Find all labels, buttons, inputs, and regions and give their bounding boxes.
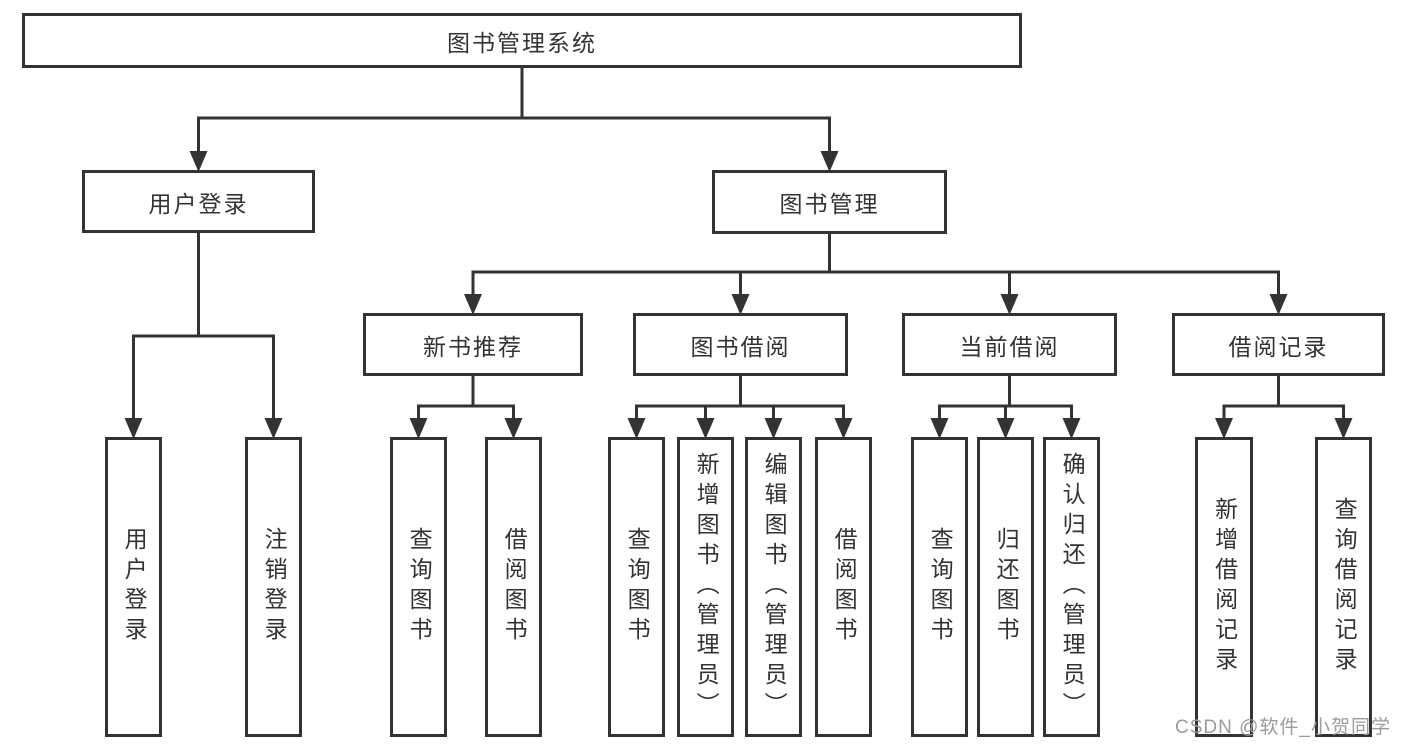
arrowhead-borrow-do	[834, 418, 853, 439]
arrowhead-current-return	[996, 418, 1015, 439]
node-root: 图书管理系统	[22, 13, 1022, 68]
arrowhead-borrow	[731, 294, 750, 315]
node-records-query: 查询借阅记录	[1315, 437, 1372, 737]
node-borrow-query: 查询图书	[608, 437, 665, 737]
node-label: 图书管理系统	[447, 29, 597, 56]
node-label: 归还图书	[993, 527, 1020, 647]
arrowhead-borrow-query	[627, 418, 646, 439]
node-label: 注销登录	[261, 527, 288, 647]
arrowhead-rec	[464, 294, 482, 315]
node-rec-query: 查询图书	[390, 437, 447, 737]
node-label: 查询图书	[624, 527, 651, 647]
watermark: CSDN @软件_小贺同学	[1175, 717, 1391, 738]
node-label: 查询图书	[406, 527, 433, 647]
node-label: 确认归还（管理员）	[1059, 452, 1086, 722]
arrowhead-borrow-add	[696, 418, 715, 439]
node-label: 图书管理	[779, 191, 880, 217]
node-label: 图书借阅	[690, 333, 791, 360]
node-label: 当前借阅	[959, 333, 1060, 360]
node-label: 查询图书	[927, 527, 954, 647]
node-label: 用户登录	[121, 527, 148, 647]
arrowhead-current-confirm	[1062, 418, 1081, 439]
node-rec: 新书推荐	[363, 313, 583, 376]
arrowhead-current-query	[930, 418, 949, 439]
node-label: 新书推荐	[423, 333, 523, 360]
arrowhead-rec-query	[409, 418, 428, 439]
node-borrow: 图书借阅	[633, 313, 848, 376]
node-borrow-edit: 编辑图书（管理员）	[745, 437, 802, 737]
arrowhead-records-query	[1334, 418, 1353, 439]
node-label: 借阅图书	[501, 527, 528, 647]
node-label: 新增借阅记录	[1211, 497, 1238, 677]
node-label: 编辑图书（管理员）	[761, 452, 788, 722]
node-label: 查询借阅记录	[1331, 497, 1358, 677]
node-rec-borrow: 借阅图书	[485, 437, 542, 737]
node-label: 新增图书（管理员）	[693, 452, 720, 722]
node-current-confirm: 确认归还（管理员）	[1043, 437, 1100, 737]
node-login-do: 用户登录	[105, 437, 162, 737]
arrowhead-login	[189, 151, 208, 172]
node-borrow-do: 借阅图书	[815, 437, 872, 737]
arrowhead-login-do	[124, 418, 143, 439]
node-label: 用户登录	[148, 190, 249, 217]
arrowhead-login-out	[264, 418, 283, 439]
node-label: 借阅图书	[831, 527, 858, 647]
node-current-query: 查询图书	[911, 437, 968, 737]
arrowhead-mgmt	[820, 151, 839, 172]
arrowhead-rec-borrow	[504, 418, 523, 439]
node-login: 用户登录	[82, 170, 315, 233]
node-borrow-add: 新增图书（管理员）	[677, 437, 734, 737]
arrowhead-current	[1000, 294, 1019, 315]
arrowhead-records	[1269, 294, 1288, 315]
node-mgmt: 图书管理	[712, 170, 947, 234]
node-records-add: 新增借阅记录	[1195, 437, 1253, 737]
node-current: 当前借阅	[902, 313, 1117, 376]
node-current-return: 归还图书	[977, 437, 1034, 737]
node-records: 借阅记录	[1172, 313, 1385, 376]
arrowhead-records-add	[1215, 418, 1233, 439]
node-label: 借阅记录	[1228, 333, 1329, 360]
node-login-out: 注销登录	[245, 437, 302, 737]
arrowhead-borrow-edit	[764, 418, 783, 439]
